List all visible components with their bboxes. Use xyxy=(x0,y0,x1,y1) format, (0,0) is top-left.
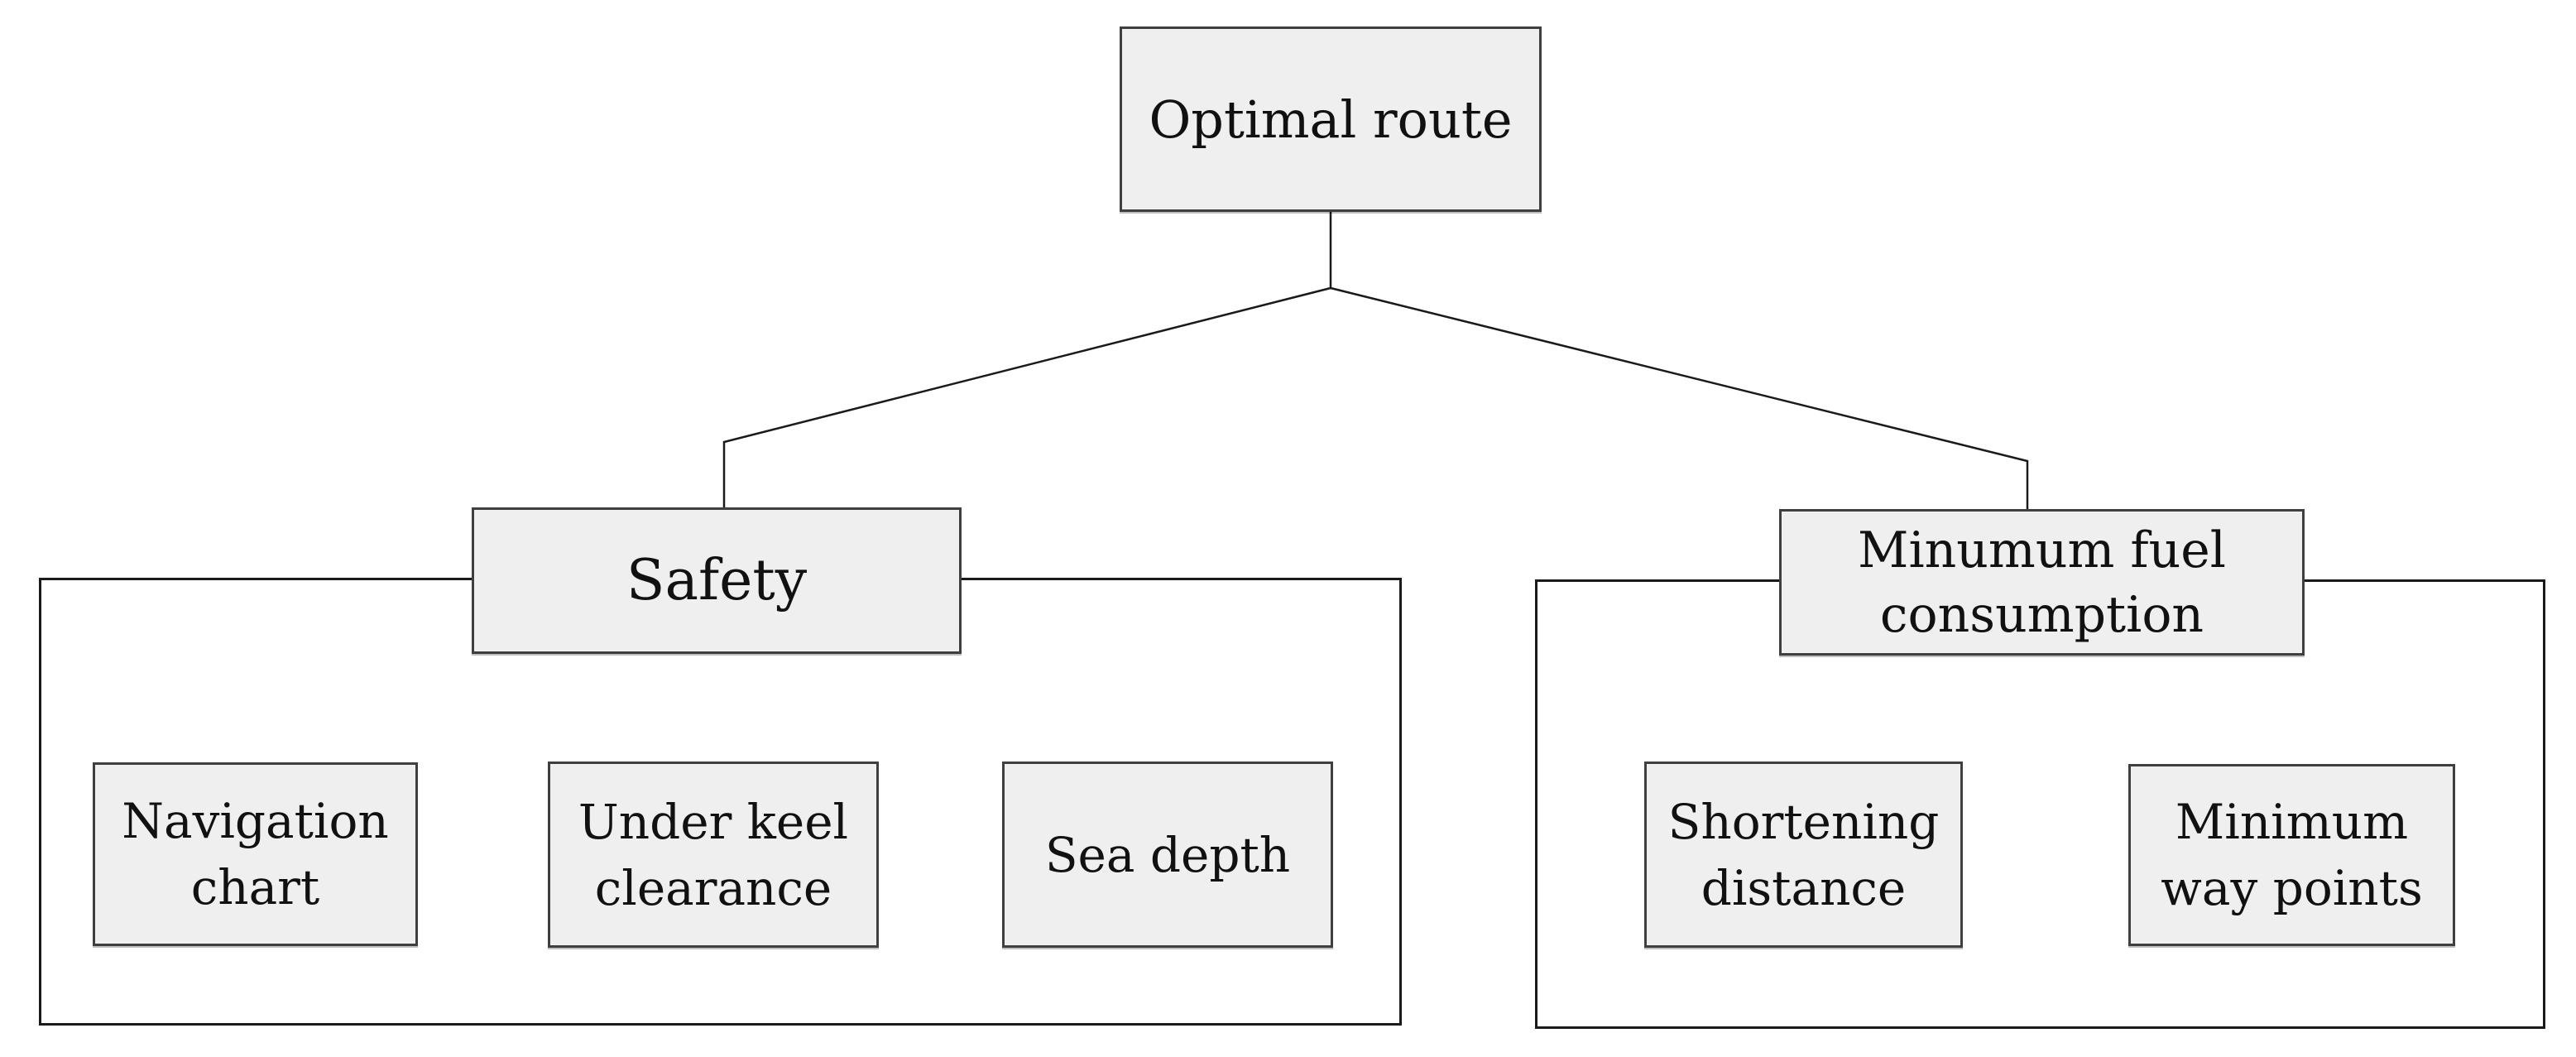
node-minimum-way-points: Minimum way points xyxy=(2128,764,2455,946)
node-navigation-chart: Navigation chart xyxy=(93,762,418,946)
node-optimal-route: Optimal route xyxy=(1120,26,1542,212)
node-shortening-distance: Shortening distance xyxy=(1644,762,1963,948)
connector-root-to-safety xyxy=(722,286,1331,510)
node-safety: Safety xyxy=(472,507,962,654)
node-minimum-fuel-consumption: Minumum fuel consumption xyxy=(1779,509,2305,656)
node-under-keel-clearance: Under keel clearance xyxy=(548,762,879,948)
connector-root-to-fuel xyxy=(1330,286,2029,512)
node-sea-depth: Sea depth xyxy=(1002,762,1333,948)
